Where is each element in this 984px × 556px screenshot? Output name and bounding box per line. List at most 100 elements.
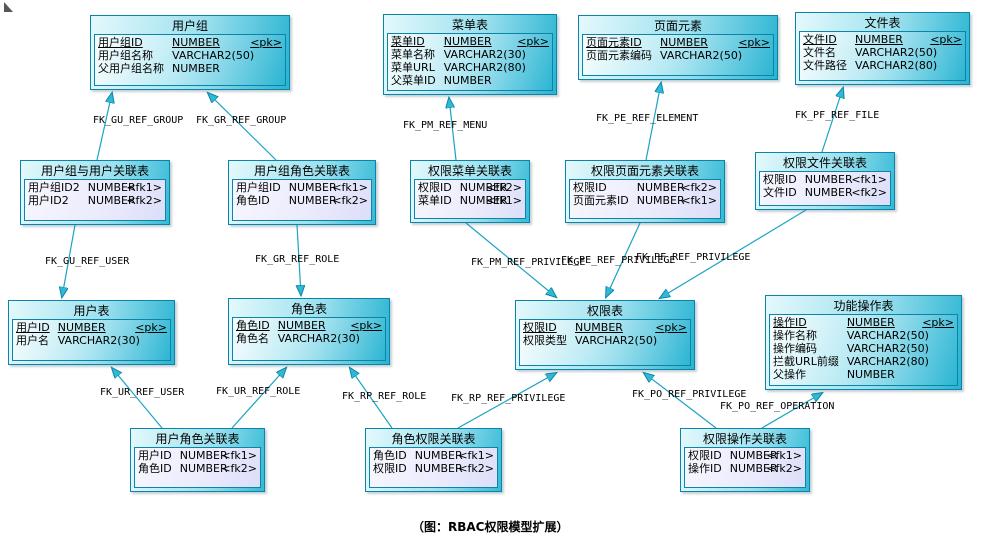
relation-arrow-pe-ref-privilege xyxy=(606,222,641,297)
relation-label-gr-ref-role: FK_GR_REF_ROLE xyxy=(255,254,340,265)
column-key: <pk> xyxy=(517,35,549,48)
column-type: VARCHAR2(50) xyxy=(846,342,929,355)
relation-label-ur-ref-role: FK_UR_REF_ROLE xyxy=(216,386,301,397)
column-type: NUMBER xyxy=(459,181,508,194)
column-key: <fk2> xyxy=(458,462,494,475)
column-type: NUMBER xyxy=(855,33,903,46)
column-name: 菜单ID xyxy=(418,194,452,207)
relation-arrow-ur-ref-role xyxy=(231,368,286,429)
column-key: <fk2> xyxy=(332,194,368,207)
column-type: NUMBER xyxy=(414,449,463,462)
column-type: VARCHAR2(80) xyxy=(846,355,929,368)
column-key: <pk> xyxy=(655,321,687,334)
column-type: NUMBER xyxy=(57,321,106,334)
column-type: NUMBER xyxy=(172,36,220,49)
relation-arrow-pf-ref-privilege xyxy=(660,209,807,298)
column-key: <fk1> xyxy=(681,194,717,207)
table-title: 权限表 xyxy=(586,304,623,318)
column-type: NUMBER xyxy=(804,173,853,186)
table-title: 用户角色关联表 xyxy=(155,432,240,446)
column-name: 文件ID xyxy=(763,186,797,199)
column-type: VARCHAR2(50) xyxy=(855,46,938,59)
column-name: 权限ID xyxy=(763,173,797,186)
column-name: 用户组名称 xyxy=(98,49,153,62)
table-title: 权限页面元素关联表 xyxy=(590,164,699,178)
column-name: 角色ID xyxy=(138,462,172,475)
column-key: <fk2> xyxy=(766,462,802,475)
column-name: 权限ID xyxy=(523,321,557,334)
column-name: 角色ID xyxy=(236,194,270,207)
column-name: 角色ID xyxy=(373,449,407,462)
relation-arrow-pf-ref-file xyxy=(821,88,843,153)
column-name: 菜单名称 xyxy=(391,48,435,61)
column-name: 操作编码 xyxy=(773,342,817,355)
relation-arrow-gr-ref-group xyxy=(208,93,277,161)
column-type: NUMBER xyxy=(277,319,326,332)
relation-label-pe-ref-privilege: FK_PE_REF_PRIVILEGE xyxy=(561,255,676,266)
relation-label-pf-ref-file: FK_PF_REF_FILE xyxy=(795,110,880,121)
column-type: NUMBER xyxy=(729,449,778,462)
column-key: <fk2> xyxy=(681,181,717,194)
relation-arrow-pm-ref-privilege xyxy=(465,222,556,297)
column-key: <fk2> xyxy=(126,194,162,207)
column-name: 页面元素ID xyxy=(573,194,629,207)
relation-label-po-ref-privilege: FK_PO_REF_PRIVILEGE xyxy=(632,389,747,400)
column-key: <pk> xyxy=(930,33,962,46)
column-type: NUMBER xyxy=(179,449,228,462)
column-name: 文件名 xyxy=(803,46,836,59)
column-type: NUMBER xyxy=(575,321,623,334)
column-name: 操作名称 xyxy=(773,329,817,342)
table-title: 用户表 xyxy=(73,304,110,318)
column-type: NUMBER xyxy=(846,368,895,381)
column-name: 页面元素ID xyxy=(586,36,642,49)
relation-arrow-gr-ref-role xyxy=(297,224,301,295)
column-key: <fk2> xyxy=(851,186,887,199)
column-type: VARCHAR2(30) xyxy=(443,48,526,61)
relation-arrow-pe-ref-element xyxy=(645,83,661,161)
table-title: 用户组与用户关联表 xyxy=(40,164,149,178)
column-name: 用户组ID2 xyxy=(28,181,80,194)
column-key: <pk> xyxy=(350,319,382,332)
column-type: NUMBER xyxy=(443,74,492,87)
column-name: 用户组ID xyxy=(236,181,281,194)
column-type: NUMBER xyxy=(179,462,228,475)
column-name: 用户名 xyxy=(16,334,49,347)
column-name: 父菜单ID xyxy=(391,74,436,87)
column-type: NUMBER xyxy=(443,35,492,48)
table-title: 权限菜单关联表 xyxy=(427,164,512,178)
table-title: 角色权限关联表 xyxy=(391,432,476,446)
table-title: 用户组 xyxy=(171,19,208,33)
diagram-caption: （图：RBAC权限模型扩展） xyxy=(412,520,569,534)
column-type: NUMBER xyxy=(288,194,337,207)
column-name: 角色名 xyxy=(236,332,269,345)
relation-label-pm-ref-privilege: FK_PM_REF_PRIVILEGE xyxy=(471,257,586,268)
